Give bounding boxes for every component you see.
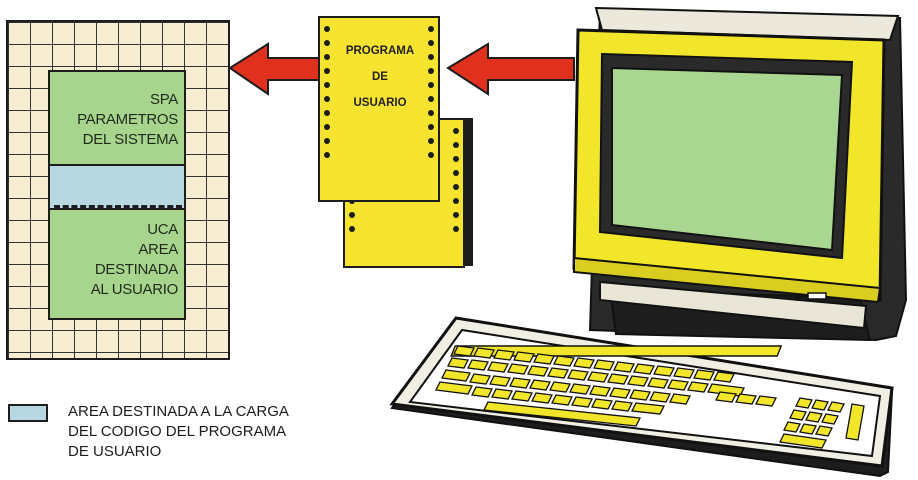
dashed-divider: [54, 205, 182, 208]
legend-text: AREA DESTINADA A LA CARGA DEL CODIGO DEL…: [68, 402, 289, 462]
uca-line-1: UCA: [147, 221, 178, 238]
arrow-to-program-icon: [446, 42, 575, 96]
perforation-holes-right: [424, 18, 438, 200]
program-line-3: USUARIO: [353, 97, 407, 109]
keyboard-icon: [389, 316, 894, 478]
legend-line-3: DE USUARIO: [68, 443, 162, 460]
uca-label: UCA AREA DESTINADA AL USUARIO: [40, 220, 179, 300]
program-line-1: PROGRAMA: [345, 45, 415, 57]
spa-block: [48, 70, 186, 166]
spa-line-2: PARAMETROS: [77, 111, 178, 128]
uca-line-3: DESTINADA: [94, 261, 178, 278]
perforation-holes-left: [320, 18, 334, 200]
spa-line-1: SPA: [149, 91, 178, 108]
program-sheet: [318, 16, 440, 202]
perforation-holes-right: [449, 120, 463, 266]
uca-line-4: AL USUARIO: [90, 281, 179, 298]
power-button-icon: [807, 292, 827, 300]
spa-label: SPA PARAMETROS DEL SISTEMA: [40, 90, 178, 150]
spa-line-3: DEL SISTEMA: [82, 131, 179, 148]
program-line-2: DE: [372, 71, 388, 83]
program-sheet-label: PROGRAMA DE USUARIO: [326, 38, 434, 116]
power-indicator-icon: [795, 295, 801, 301]
legend-line-2: DEL CODIGO DEL PROGRAMA: [68, 423, 287, 440]
reserved-user-code-area: [48, 166, 186, 208]
monitor-icon: [572, 6, 908, 342]
uca-line-2: AREA: [138, 241, 178, 258]
legend-line-1: AREA DESTINADA A LA CARGA: [68, 403, 289, 420]
legend-swatch: [8, 404, 48, 422]
uca-block: [48, 208, 186, 320]
